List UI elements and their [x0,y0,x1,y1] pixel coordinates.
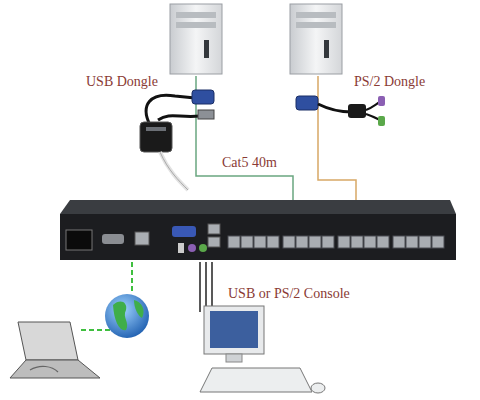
kvm-switch [60,200,456,260]
rj45-port [406,236,418,248]
drive-bay [176,12,216,18]
dongle-cable [366,114,380,120]
usb-plug [198,110,214,119]
tower-body [170,4,222,74]
rj45-port [322,236,334,248]
ps2-plug [378,116,385,126]
cable-label: Cat5 40m [222,155,277,171]
monitor [204,306,264,362]
dongle-cable [366,102,380,110]
rj45-port [338,236,350,248]
monitor-case [204,306,264,354]
switch-top [60,200,456,214]
laptop-screen [18,322,78,360]
dongle-cable [146,95,195,125]
tower-body [290,4,342,74]
ps2-dongle [296,96,385,126]
hand [30,366,58,372]
device-label: USB Dongle [86,74,158,90]
rj45-port [208,224,220,234]
network-line [131,262,133,294]
usb-port [178,243,184,253]
rj45-port [296,236,308,248]
rj45-port [432,236,444,248]
rj45-port [309,236,321,248]
vga-port [172,226,196,237]
console-cable [205,262,207,312]
mouse [311,383,325,393]
pc-tower [290,4,342,74]
globe-land [113,301,127,330]
pc-tower [170,4,222,74]
tower-slot [324,40,329,58]
drive-bay [296,12,336,18]
serial-port [102,234,124,244]
rj45-port [419,236,431,248]
network-line [80,329,110,331]
ps2-port [188,244,196,252]
dongle-cable [318,104,352,112]
rj45-cable [160,152,188,190]
console-cable [199,262,201,312]
rj45-cable-edge [160,152,188,190]
tower-slot [204,40,209,58]
rj45-port [267,236,279,248]
monitor-screen [210,311,258,348]
dongle-box [140,122,172,152]
laptop-base [10,360,100,378]
drive-bay [176,22,216,28]
rj45-port [377,236,389,248]
switch-front [60,214,456,260]
rj45-port [364,236,376,248]
port-row [228,236,444,248]
dongle-box [348,104,366,118]
rj45-port [393,236,405,248]
rj45-port [241,236,253,248]
cat5-cable [318,76,356,200]
rj45-port [208,237,220,247]
globe [105,294,149,338]
rj45-port [254,236,266,248]
rj45-port [351,236,363,248]
dongle-light [146,127,166,131]
monitor-stand [226,354,242,362]
usb-dongle [140,90,214,190]
ps2-plug [378,96,385,106]
power-socket [66,230,92,250]
laptop [10,322,100,378]
vga-plug [296,96,318,110]
globe-land [134,300,144,318]
keyboard [200,368,312,392]
device-label: PS/2 Dongle [354,74,425,90]
console-label: USB or PS/2 Console [228,286,350,302]
vga-plug [192,90,214,104]
console-cable [211,262,213,312]
ps2-port [199,244,207,252]
lan-port [135,232,149,245]
rj45-port [228,236,240,248]
dongle-cable [158,116,200,120]
rj45-port [283,236,295,248]
drive-bay [296,22,336,28]
